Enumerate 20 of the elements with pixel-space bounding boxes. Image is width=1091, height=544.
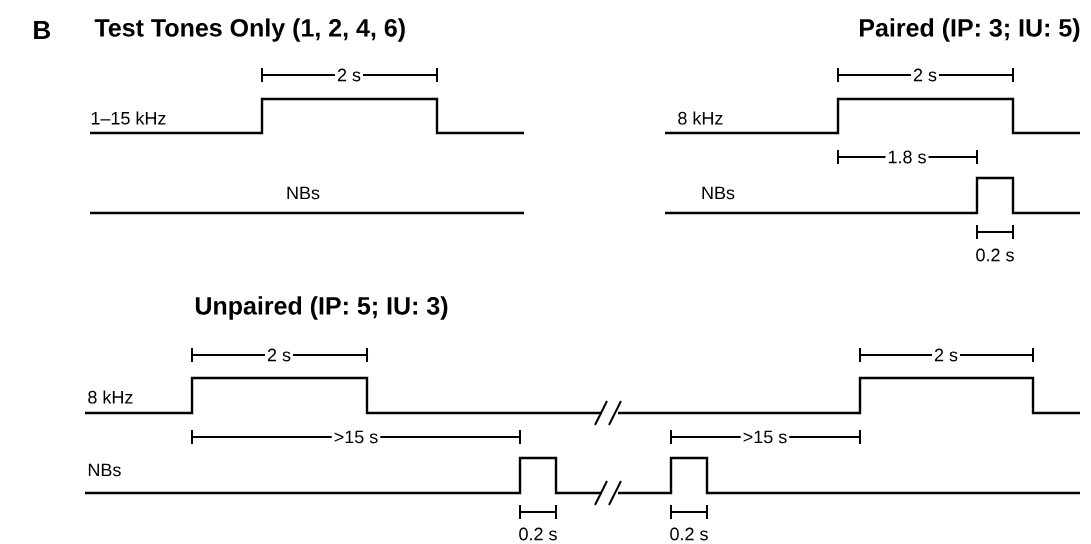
duration-label: 0.2 s <box>519 527 557 541</box>
duration-label: 0.2 s <box>670 527 708 541</box>
duration-label: 2 s <box>265 346 293 364</box>
panel-heading: Unpaired (IP: 5; IU: 3) <box>195 296 448 320</box>
signal-label: 8 kHz <box>678 111 723 125</box>
signal-label: NBs <box>702 186 735 200</box>
duration-label: 1.8 s <box>885 148 929 166</box>
duration-label: >15 s <box>740 428 790 446</box>
panel-heading: Paired (IP: 3; IU: 5) <box>860 18 1080 42</box>
panel-letter: B <box>34 21 50 39</box>
panel-heading: Test Tones Only (1, 2, 4, 6) <box>94 18 405 42</box>
duration-label: 2 s <box>335 66 363 84</box>
signal-label: NBs <box>88 463 121 477</box>
duration-label: >15 s <box>331 428 381 446</box>
signal-label: 8 kHz <box>88 390 133 404</box>
signal-label: 1–15 kHz <box>91 111 166 125</box>
duration-label: 2 s <box>911 66 939 84</box>
duration-label: 0.2 s <box>976 248 1014 262</box>
duration-label: 2 s <box>932 346 960 364</box>
signal-label: NBs <box>287 186 320 200</box>
